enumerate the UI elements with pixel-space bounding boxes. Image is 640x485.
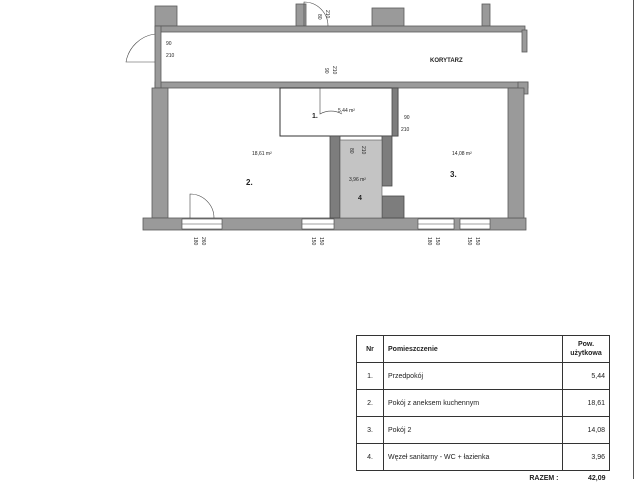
table-header-row: Nr Pomieszczenie Pow. użytkowa bbox=[357, 336, 610, 363]
row-name: Pokój 2 bbox=[384, 417, 563, 444]
room2-door-swing bbox=[190, 194, 214, 218]
header-nr: Nr bbox=[357, 336, 384, 363]
dim-win-a1: 180 bbox=[192, 237, 198, 246]
dim-entry-h: 210 bbox=[166, 53, 175, 59]
room-3-number: 3. bbox=[450, 170, 457, 179]
partition-wc-room3-low bbox=[382, 196, 404, 218]
entry-door-swing bbox=[126, 34, 155, 62]
row-nr: 2. bbox=[357, 390, 384, 417]
dim-wc-w: 80 bbox=[348, 148, 354, 154]
row-area: 14,08 bbox=[563, 417, 610, 444]
chimney-block-far bbox=[482, 4, 490, 26]
dim-top-h: 210 bbox=[324, 10, 330, 19]
total-value: 42,09 bbox=[563, 471, 610, 485]
dim-r3-w: 90 bbox=[404, 115, 410, 121]
right-wall bbox=[508, 88, 524, 218]
room-1-number: 1. bbox=[312, 113, 318, 120]
room-4-number: 4 bbox=[358, 195, 362, 202]
room-1-area: 5,44 m² bbox=[338, 108, 355, 114]
table-row: 3. Pokój 2 14,08 bbox=[357, 417, 610, 444]
partition-room3-upper bbox=[392, 88, 398, 136]
row-area: 3,96 bbox=[563, 444, 610, 471]
table-row: 2. Pokój z aneksem kuchennym 18,61 bbox=[357, 390, 610, 417]
chimney-block-left bbox=[155, 6, 177, 26]
row-area: 18,61 bbox=[563, 390, 610, 417]
corridor-top-wall bbox=[155, 26, 525, 32]
table-row: 1. Przedpokój 5,44 bbox=[357, 363, 610, 390]
dim-mid-w: 90 bbox=[323, 68, 329, 74]
table-row: 4. Węzeł sanitarny - WC + łazienka 3,96 bbox=[357, 444, 610, 471]
header-area: Pow. użytkowa bbox=[563, 336, 610, 363]
chimney-block-right bbox=[372, 8, 404, 26]
room-3-area: 14,08 m² bbox=[452, 151, 472, 157]
room-2-area: 18,61 m² bbox=[252, 151, 272, 157]
dim-win-d1: 150 bbox=[466, 237, 472, 246]
dim-win-c2: 150 bbox=[434, 237, 440, 246]
room-4-area: 3,96 m² bbox=[349, 177, 366, 183]
dim-entry-w: 90 bbox=[166, 41, 172, 47]
room-area-table: Nr Pomieszczenie Pow. użytkowa 1. Przedp… bbox=[356, 335, 610, 485]
row-nr: 1. bbox=[357, 363, 384, 390]
corridor-bottom-wall bbox=[155, 82, 528, 88]
floor-plan: 90 210 80 210 90 210 90 210 80 210 180 2… bbox=[0, 0, 640, 330]
dim-mid-h: 210 bbox=[331, 66, 337, 75]
row-name: Węzeł sanitarny - WC + łazienka bbox=[384, 444, 563, 471]
total-row: RAZEM : 42,09 bbox=[357, 471, 610, 485]
row-name: Pokój z aneksem kuchennym bbox=[384, 390, 563, 417]
partition-room2-wc bbox=[330, 136, 340, 218]
dim-r3-h: 210 bbox=[401, 127, 410, 133]
left-wall bbox=[152, 88, 168, 218]
dim-win-b1: 150 bbox=[310, 237, 316, 246]
corridor-right-cap bbox=[522, 30, 527, 52]
dim-win-a2: 260 bbox=[200, 237, 206, 246]
dim-win-c1: 180 bbox=[426, 237, 432, 246]
partition-wc-room3 bbox=[382, 136, 392, 186]
page-edge-line bbox=[633, 0, 634, 479]
dim-wc-h: 210 bbox=[360, 146, 366, 155]
corridor-left-wall bbox=[155, 26, 161, 88]
row-name: Przedpokój bbox=[384, 363, 563, 390]
row-area: 5,44 bbox=[563, 363, 610, 390]
total-label: RAZEM : bbox=[384, 471, 563, 485]
corridor-label: KORYTARZ bbox=[430, 58, 463, 64]
dim-win-b2: 150 bbox=[318, 237, 324, 246]
row-nr: 4. bbox=[357, 444, 384, 471]
header-name: Pomieszczenie bbox=[384, 336, 563, 363]
row-nr: 3. bbox=[357, 417, 384, 444]
dim-top-w: 80 bbox=[316, 14, 322, 20]
room-2-number: 2. bbox=[246, 178, 253, 187]
chimney-block-mid bbox=[296, 4, 306, 26]
dim-win-d2: 150 bbox=[474, 237, 480, 246]
